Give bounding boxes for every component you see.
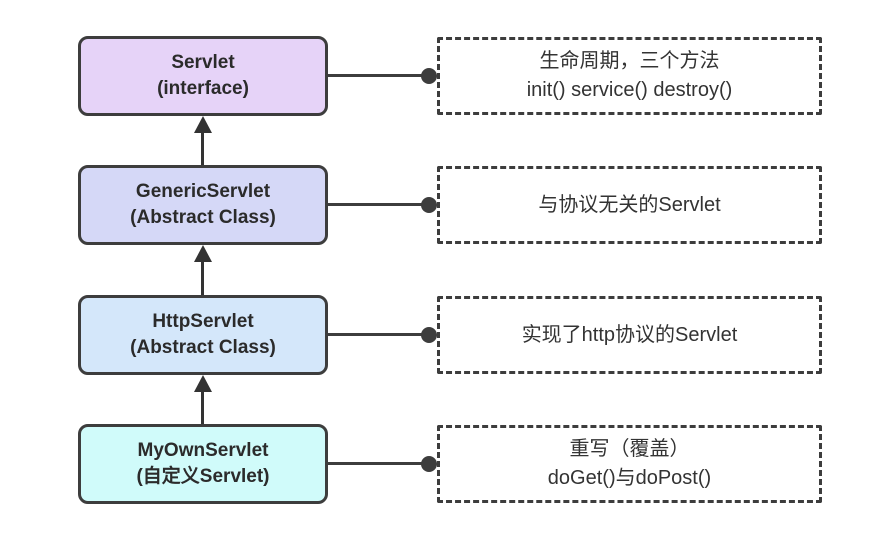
inheritance-arrow-line [201, 260, 204, 295]
connector-line [328, 333, 429, 336]
note-box-http-servlet: 实现了http协议的Servlet [437, 296, 822, 374]
class-node-generic-servlet: GenericServlet (Abstract Class) [78, 165, 328, 245]
class-node-title: MyOwnServlet [137, 440, 269, 462]
note-text: 生命周期，三个方法 [539, 50, 720, 72]
connector-line [328, 462, 429, 465]
inheritance-arrow-line [201, 131, 204, 165]
class-node-my-own-servlet: MyOwnServlet (自定义Servlet) [78, 424, 328, 504]
note-text: 重写（覆盖） [569, 438, 690, 460]
note-text: init() service() destroy() [526, 79, 733, 101]
connector-line [328, 74, 429, 77]
inheritance-arrow-head [194, 375, 212, 392]
note-text: 实现了http协议的Servlet [521, 323, 738, 346]
note-box-generic-servlet: 与协议无关的Servlet [437, 166, 822, 244]
class-node-subtitle: (interface) [157, 78, 249, 99]
class-node-subtitle: (Abstract Class) [130, 207, 276, 228]
inheritance-arrow-head [194, 116, 212, 133]
class-node-subtitle: (Abstract Class) [130, 337, 276, 358]
inheritance-arrow-head [194, 245, 212, 262]
class-node-servlet: Servlet (interface) [78, 36, 328, 116]
note-text: 与协议无关的Servlet [538, 193, 721, 216]
class-node-title: Servlet [171, 52, 235, 74]
connector-dot [421, 327, 437, 343]
note-text: doGet()与doPost() [547, 467, 712, 489]
class-node-title: GenericServlet [135, 181, 271, 203]
note-box-servlet: 生命周期，三个方法 init() service() destroy() [437, 37, 822, 115]
connector-line [328, 203, 429, 206]
connector-dot [421, 197, 437, 213]
inheritance-arrow-line [201, 390, 204, 424]
class-node-title: HttpServlet [152, 311, 254, 333]
connector-dot [421, 68, 437, 84]
class-node-http-servlet: HttpServlet (Abstract Class) [78, 295, 328, 375]
note-box-my-own-servlet: 重写（覆盖） doGet()与doPost() [437, 425, 822, 503]
connector-dot [421, 456, 437, 472]
class-node-subtitle: (自定义Servlet) [136, 466, 270, 487]
